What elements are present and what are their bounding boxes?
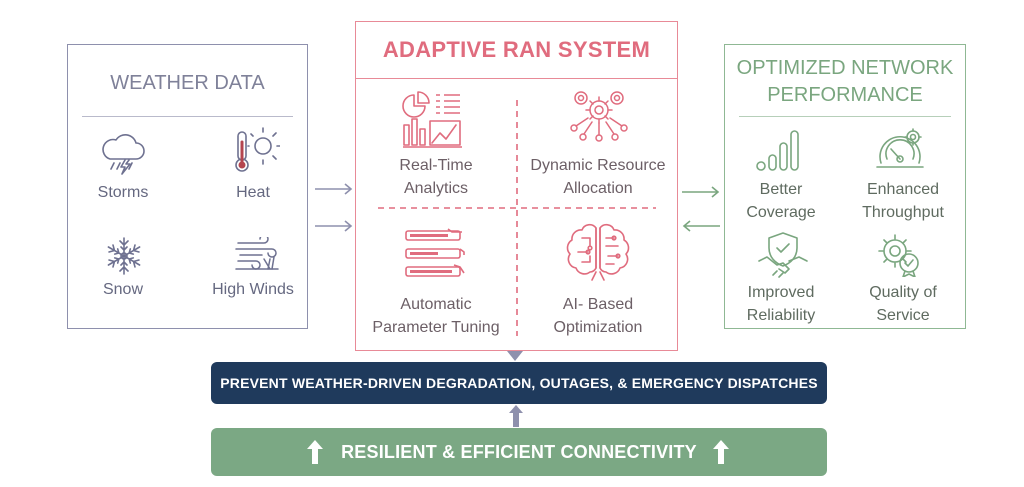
ran-item-label: Automatic — [400, 296, 472, 313]
resilient-connectivity-text: RESILIENT & EFFICIENT CONNECTIVITY — [341, 442, 697, 462]
resilient-connectivity-bar: RESILIENT & EFFICIENT CONNECTIVITY — [211, 428, 827, 476]
weather-data-panel: WEATHER DATA Storms Heat Snow — [67, 44, 308, 329]
arrow-right-icon — [315, 220, 353, 232]
performance-divider — [739, 116, 951, 117]
handshake-shield-icon — [758, 232, 808, 278]
ran-item-label: AI- Based — [562, 296, 634, 313]
performance-item-label: Reliability — [746, 307, 816, 324]
weather-divider — [82, 116, 293, 117]
analytics-dashboard-icon — [402, 91, 462, 148]
performance-item-label: Service — [876, 307, 930, 324]
arrow-right-icon — [315, 183, 353, 195]
thermometer-sun-icon — [235, 127, 280, 172]
performance-item-label: Improved — [747, 284, 815, 301]
snowflake-icon — [107, 237, 141, 275]
brain-circuit-icon — [566, 223, 630, 281]
optimized-performance-panel: OPTIMIZED NETWORK PERFORMANCE Better Cov… — [724, 44, 966, 329]
ran-item-label: Parameter Tuning — [372, 319, 500, 336]
performance-title-line2: PERFORMANCE — [767, 84, 923, 106]
performance-title-line1: OPTIMIZED NETWORK — [736, 57, 954, 79]
weather-item-label: Snow — [102, 281, 144, 298]
prevent-degradation-banner: PREVENT WEATHER-DRIVEN DEGRADATION, OUTA… — [211, 362, 827, 404]
weather-item-label: Storms — [97, 184, 149, 201]
ran-title-divider — [356, 78, 677, 79]
up-arrow-icon — [509, 405, 523, 427]
speed-gauge-icon — [876, 128, 924, 168]
adaptive-ran-panel: ADAPTIVE RAN SYSTEM Real-Time Analytics … — [355, 21, 678, 351]
performance-item-label: Better — [759, 181, 803, 198]
arrow-left-icon — [682, 220, 720, 232]
wind-icon — [235, 237, 279, 270]
performance-item-label: Coverage — [746, 204, 816, 221]
parameter-sliders-icon — [405, 228, 465, 277]
performance-item-label: Enhanced — [866, 181, 940, 198]
ran-item-label: Analytics — [403, 180, 469, 197]
quality-gear-icon — [878, 234, 919, 277]
down-arrow-icon — [507, 351, 523, 361]
performance-item-label: Throughput — [862, 204, 944, 221]
ran-item-label: Optimization — [553, 319, 643, 336]
gears-network-icon — [570, 91, 628, 142]
weather-data-title: WEATHER DATA — [110, 72, 265, 94]
up-arrow-icon — [307, 440, 323, 464]
signal-bars-icon — [756, 130, 799, 171]
storm-cloud-icon — [102, 134, 145, 175]
arrow-right-icon — [682, 186, 720, 198]
adaptive-ran-title: ADAPTIVE RAN SYSTEM — [382, 37, 651, 62]
weather-item-label: Heat — [236, 184, 270, 201]
performance-item-label: Quality of — [869, 284, 937, 301]
ran-item-label: Allocation — [563, 180, 633, 197]
weather-item-label: High Winds — [212, 281, 294, 298]
up-arrow-icon — [713, 440, 729, 464]
ran-item-label: Real-Time — [399, 157, 473, 174]
ran-item-label: Dynamic Resource — [530, 157, 666, 174]
ran-grid-divider — [378, 100, 656, 336]
